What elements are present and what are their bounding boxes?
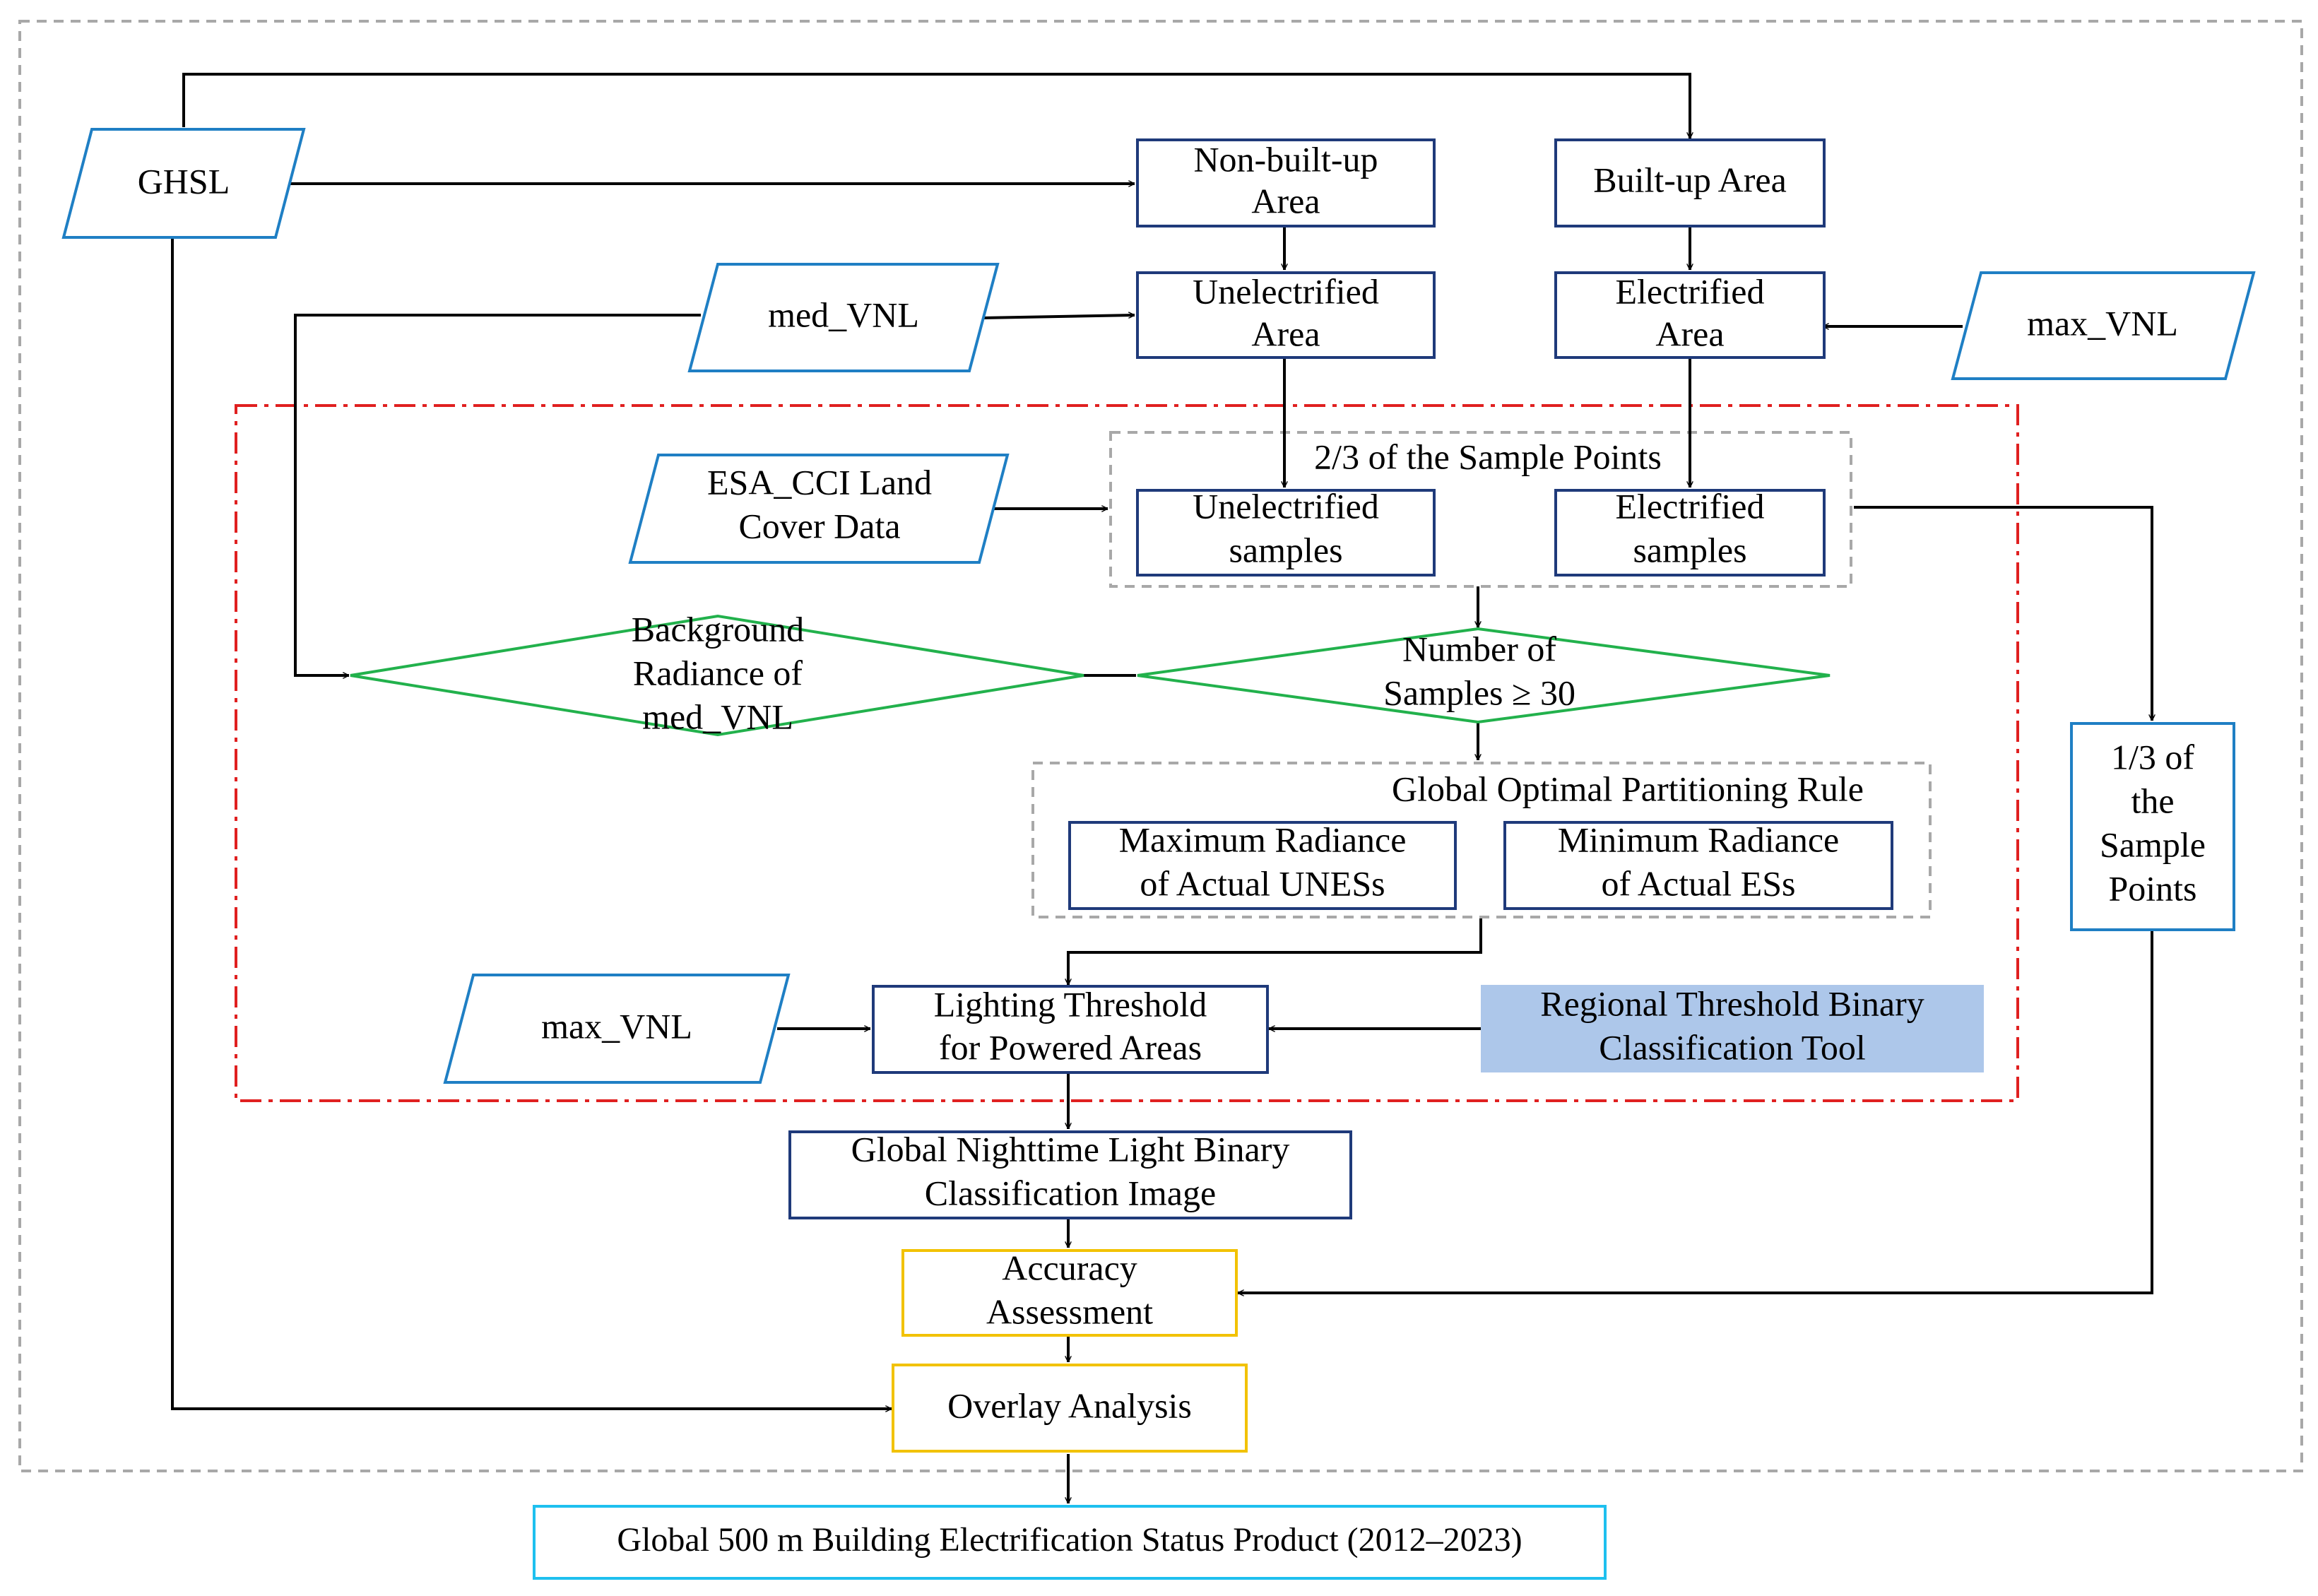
max-vnl-bottom-input: max_VNL: [443, 974, 791, 1084]
max-radiance-line-2: of Actual UNESs: [1140, 863, 1385, 903]
max-radiance-line-1: Maximum Radiance: [1119, 820, 1407, 859]
min-radiance-line-2: of Actual ESs: [1602, 863, 1796, 903]
unelectrified-area-box: Unelectrified Area: [1136, 271, 1436, 359]
num-samples-line-1: Number of: [1402, 629, 1556, 668]
partition-group-label: Global Optimal Partitioning Rule: [1392, 769, 1864, 808]
unelectrified-samples-line-2: samples: [1229, 530, 1342, 569]
med-vnl-input: med_VNL: [687, 263, 1000, 372]
min-radiance-box: Minimum Radiance of Actual ESs: [1503, 820, 1893, 910]
max-radiance-box: Maximum Radiance of Actual UNESs: [1068, 820, 1457, 910]
built-up-area-box: Built-up Area: [1554, 138, 1826, 227]
electrified-area-line-1: Electrified: [1616, 271, 1765, 311]
med-vnl-label: med_VNL: [768, 295, 919, 334]
max-vnl-bottom-label: max_VNL: [541, 1006, 692, 1046]
accuracy-line-2: Assessment: [986, 1291, 1153, 1331]
regional-tool-box: Regional Threshold Binary Classification…: [1481, 983, 1984, 1072]
electrified-area-line-2: Area: [1655, 314, 1724, 353]
lighting-threshold-box: Lighting Threshold for Powered Areas: [872, 984, 1269, 1074]
ghsl-input: GHSL: [61, 128, 306, 239]
num-samples-decision: Number of Samples ≥ 30: [1137, 627, 1831, 724]
output-product-box: Global 500 m Building Electrification St…: [533, 1505, 1607, 1580]
non-built-up-line-1: Non-built-up: [1193, 139, 1378, 179]
esa-cci-line-1: ESA_CCI Land: [707, 462, 932, 502]
holdout-samples-box: 1/3 of the Sample Points: [2070, 722, 2235, 931]
max-vnl-top-label: max_VNL: [2027, 303, 2178, 343]
electrified-area-box: Electrified Area: [1554, 271, 1826, 359]
unelectrified-samples-line-1: Unelectrified: [1193, 486, 1379, 526]
accuracy-line-1: Accuracy: [1002, 1248, 1137, 1287]
regional-tool-line-1: Regional Threshold Binary: [1540, 983, 1924, 1023]
num-samples-line-2: Samples ≥ 30: [1383, 673, 1575, 712]
connectors: [171, 73, 2152, 1503]
overlay-label: Overlay Analysis: [947, 1385, 1192, 1425]
unelectrified-samples-box: Unelectrified samples: [1136, 486, 1436, 577]
background-line-3: med_VNL: [642, 697, 793, 736]
outer-frame: [18, 20, 2303, 1472]
binary-image-line-2: Classification Image: [925, 1173, 1216, 1212]
background-radiance-decision: Background Radiance of med_VNL: [350, 609, 1084, 736]
holdout-line-3: Sample: [2100, 824, 2206, 864]
electrified-samples-line-1: Electrified: [1616, 486, 1765, 526]
holdout-line-4: Points: [2108, 868, 2196, 908]
unelectrified-area-line-2: Area: [1251, 314, 1320, 353]
output-product-label: Global 500 m Building Electrification St…: [617, 1521, 1522, 1559]
built-up-label: Built-up Area: [1593, 160, 1787, 199]
non-built-up-area-box: Non-built-up Area: [1136, 138, 1436, 227]
regional-tool-line-2: Classification Tool: [1599, 1027, 1866, 1067]
overlay-analysis-box: Overlay Analysis: [892, 1364, 1248, 1453]
binary-image-line-1: Global Nighttime Light Binary: [851, 1129, 1290, 1169]
sample-points-group: [1109, 431, 1852, 588]
holdout-line-2: the: [2131, 781, 2174, 820]
electrified-samples-box: Electrified samples: [1554, 486, 1826, 577]
sample-points-group-label: 2/3 of the Sample Points: [1314, 437, 1662, 476]
partition-group: [1031, 762, 1932, 918]
max-vnl-top-input: max_VNL: [1951, 271, 2256, 380]
holdout-line-1: 1/3 of: [2111, 737, 2194, 776]
accuracy-assessment-box: Accuracy Assessment: [901, 1248, 1238, 1337]
background-line-1: Background: [632, 609, 804, 649]
unelectrified-area-line-1: Unelectrified: [1193, 271, 1379, 311]
lighting-threshold-line-2: for Powered Areas: [939, 1027, 1202, 1067]
threshold-region: [235, 404, 2019, 1102]
ghsl-label: GHSL: [138, 161, 230, 201]
non-built-up-line-2: Area: [1251, 181, 1320, 220]
esa-cci-line-2: Cover Data: [738, 506, 900, 545]
binary-image-box: Global Nighttime Light Binary Classifica…: [788, 1129, 1352, 1219]
electrified-samples-line-2: samples: [1633, 530, 1746, 569]
esa-cci-input: ESA_CCI Land Cover Data: [628, 454, 1010, 564]
background-line-2: Radiance of: [633, 653, 803, 692]
lighting-threshold-line-1: Lighting Threshold: [934, 984, 1207, 1024]
min-radiance-line-1: Minimum Radiance: [1558, 820, 1840, 859]
